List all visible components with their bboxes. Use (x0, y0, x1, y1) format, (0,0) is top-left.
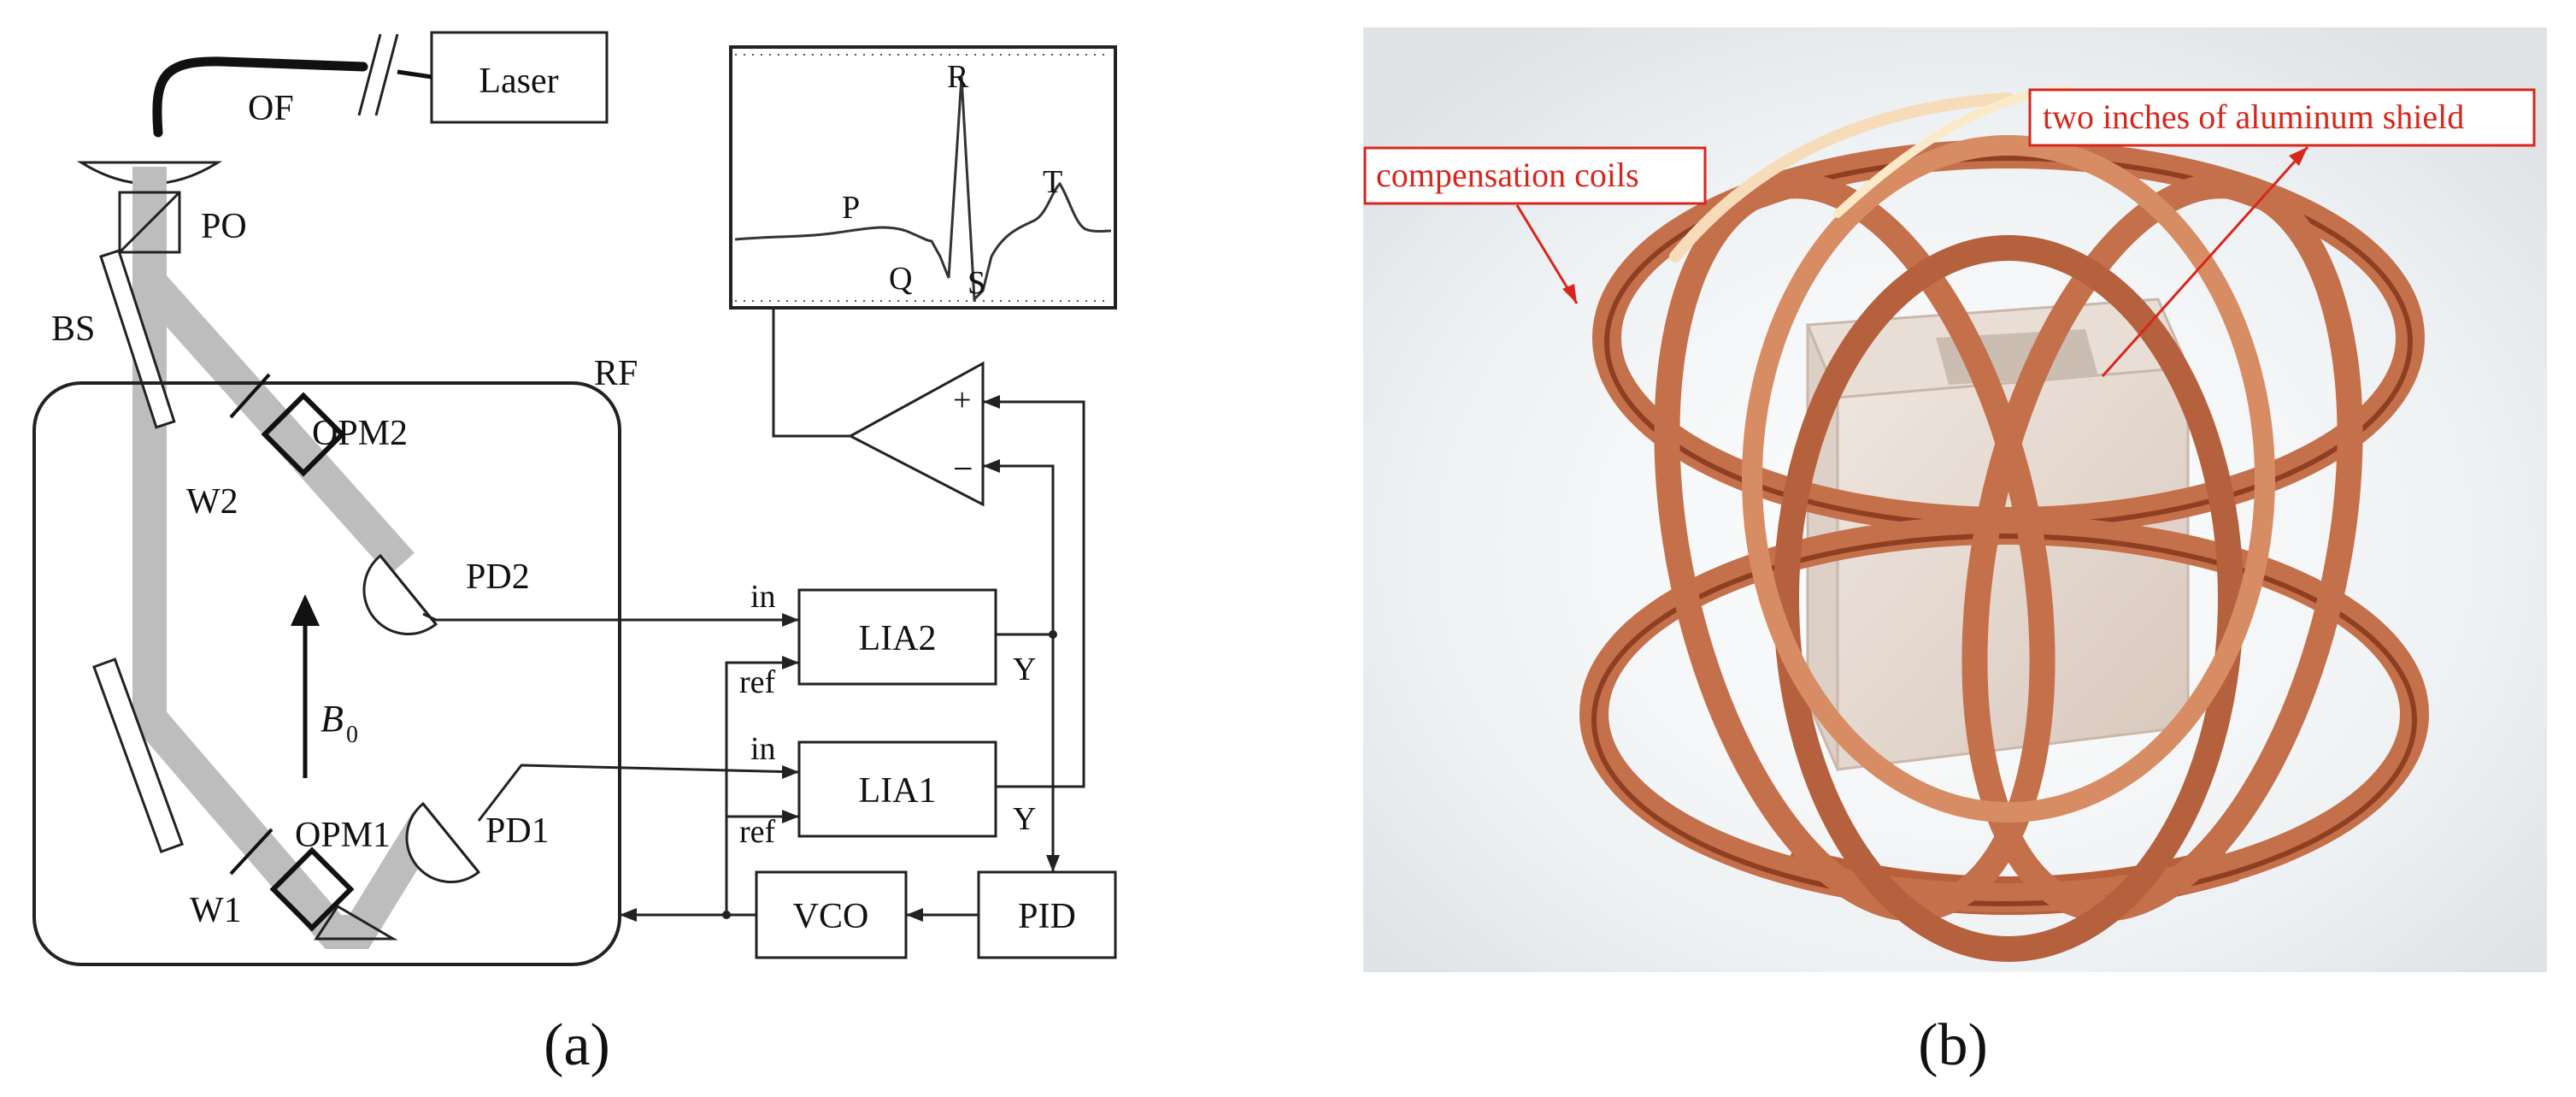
laser-box (430, 31, 609, 124)
vco-label: VCO (793, 897, 869, 936)
lia2-label: LIA2 (859, 619, 937, 658)
compensation-coils (1579, 86, 2429, 962)
pid-box (977, 870, 1117, 959)
ecg-p-label: P (842, 190, 860, 226)
opm1-label: OPM1 (295, 816, 391, 855)
lia1-y-label: Y (1013, 801, 1036, 837)
lia1-label: LIA1 (859, 771, 937, 811)
of-label: OF (248, 89, 294, 128)
lia1-in-label: in (750, 731, 776, 767)
ecg-t-label: T (1043, 164, 1062, 200)
opm1-prism (314, 904, 398, 941)
lia1-box (797, 740, 997, 838)
coil-vertical-back (1742, 135, 2275, 823)
b0-subscript: 0 (346, 722, 358, 748)
mirror-left (92, 658, 185, 854)
w1-label: W1 (190, 891, 242, 930)
callout-shield-box (2028, 88, 2536, 147)
beam-top-cone (132, 171, 167, 282)
lia2-box (797, 588, 997, 686)
ecg-display (729, 45, 1117, 310)
po-label: PO (201, 207, 247, 246)
panel-a: Laser OF PO BS RF OPM2 W2 PD2 (32, 31, 1117, 1078)
coil-vertical-front (1773, 235, 2244, 962)
callout-shield-arrow (2289, 147, 2308, 166)
rf-label: RF (594, 354, 638, 393)
opm2-label: OPM2 (312, 414, 408, 453)
w1-waveplate (229, 828, 273, 876)
coil-vertical-left (1654, 173, 2056, 922)
ecg-q-label: Q (889, 261, 912, 297)
lia1-ref-label: ref (739, 814, 776, 850)
ecg-waveform (734, 76, 1112, 303)
rf-enclosure (32, 381, 621, 966)
lia2-y-label: Y (1013, 652, 1036, 687)
pd2-label: PD2 (466, 557, 530, 597)
b0-arrow-head (291, 594, 320, 626)
pd2-face (379, 555, 438, 625)
pd1-face (421, 803, 480, 873)
wire-node-y (1049, 630, 1057, 639)
laser-label: Laser (479, 62, 558, 101)
wire-arrowheads (620, 395, 1060, 922)
po-cube-diagonal (118, 191, 181, 254)
w2-label: W2 (186, 482, 238, 522)
coil-bottom-ring-inner (1591, 534, 2417, 906)
signal-wires (422, 400, 1085, 917)
panel-b-caption: (b) (1918, 1012, 1988, 1078)
amp-output-wire (772, 308, 850, 438)
diff-amplifier (847, 361, 985, 507)
amp-minus-label: − (953, 450, 973, 489)
po-cube (118, 191, 181, 254)
callout-shield-label: two inches of aluminum shield (2043, 97, 2464, 136)
amp-plus-label: + (953, 382, 971, 418)
pd1-detector (405, 801, 481, 884)
callout-coils-box (1363, 146, 1707, 205)
pid-label: PID (1018, 897, 1076, 936)
optical-fiber (152, 56, 368, 138)
callout-shield-leader (2101, 145, 2309, 378)
opm1-cell (269, 846, 355, 932)
panel-a-caption: (a) (544, 1012, 610, 1078)
bs-label: BS (51, 310, 95, 349)
fiber-break-1 (357, 33, 382, 116)
ecg-s-label: S (967, 265, 985, 301)
b0-label: B (321, 698, 344, 740)
lia2-ref-label: ref (739, 664, 776, 700)
fiber-break-2 (374, 33, 399, 116)
optical-fiber-end (397, 69, 432, 80)
ecg-r-label: R (947, 59, 969, 95)
wire-node-ref (722, 911, 731, 919)
pd1-label: PD1 (485, 811, 550, 851)
pd2-detector (362, 553, 438, 636)
callout-coils-label: compensation coils (1376, 156, 1639, 194)
callout-coils-arrow (1562, 284, 1577, 304)
coil-highlight (1669, 92, 2014, 262)
opm2-cell (261, 392, 346, 477)
w2-waveplate (229, 373, 271, 419)
lia2-in-label: in (750, 579, 776, 615)
panel-b: compensation coils two inches of aluminu… (1363, 27, 2547, 1078)
coil-vertical-right (1961, 173, 2363, 922)
